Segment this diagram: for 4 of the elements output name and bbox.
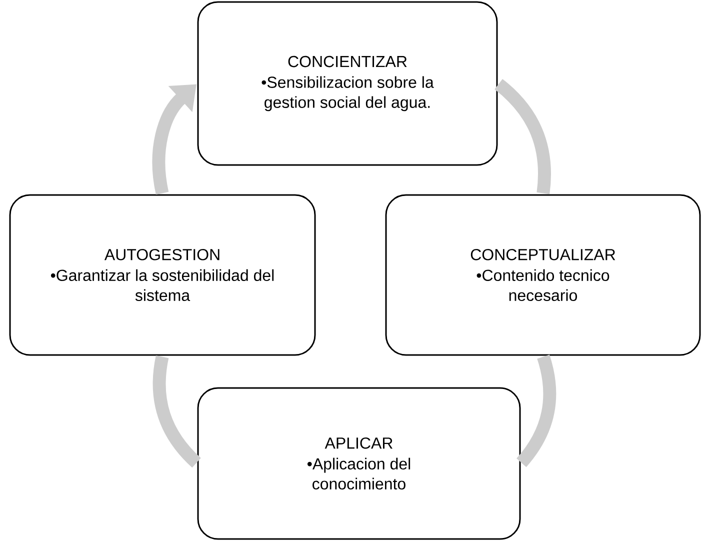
stage-box: CONCIENTIZAR •Sensibilizacion sobre la gestion social del agua. (197, 1, 498, 166)
stage-box: CONCEPTUALIZAR •Contenido tecnico necesario (385, 194, 701, 356)
stage-box: AUTOGESTION •Garantizar la sostenibilidad del sistema (9, 194, 316, 356)
stage-box: APLICAR •Aplicacion del conocimiento (197, 387, 521, 540)
